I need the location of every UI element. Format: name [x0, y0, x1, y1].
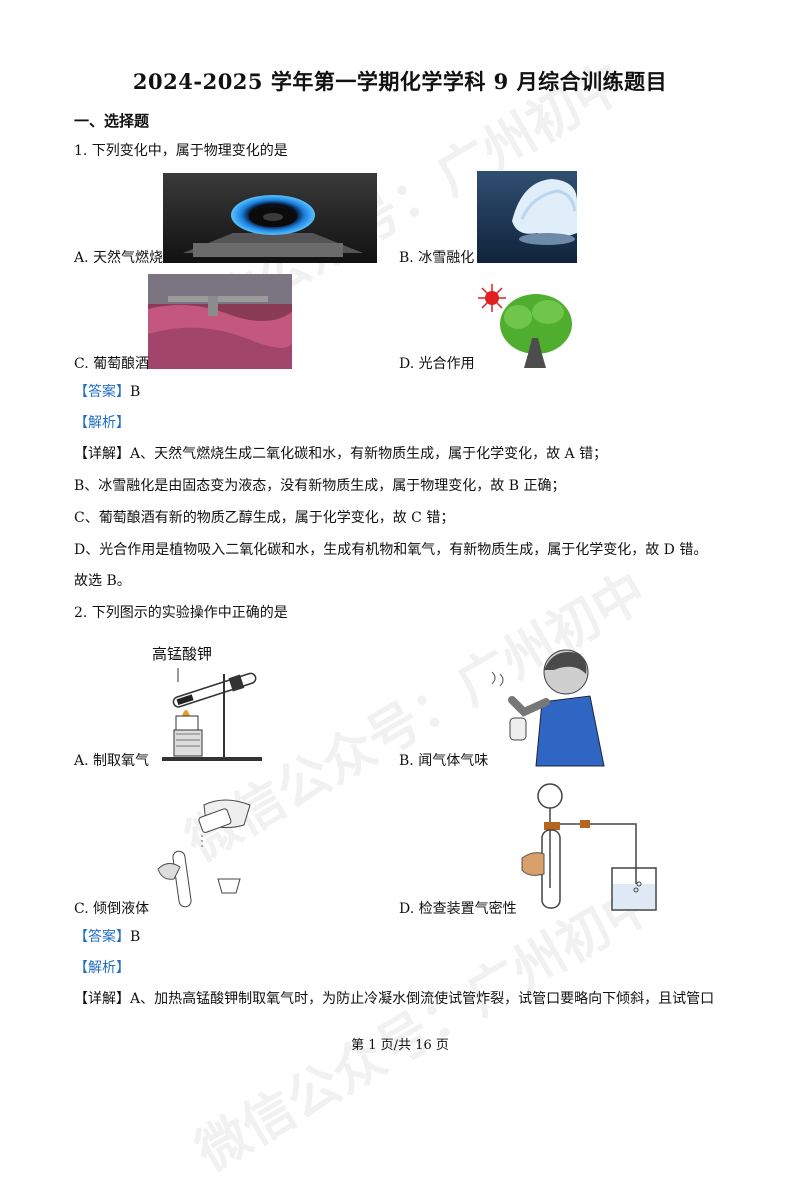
q1-option-c: C. 葡萄酿酒 [74, 356, 150, 372]
q2-detail-line: 【详解】A、加热高锰酸钾制取氧气时，为防止冷凝水倒流使试管炸裂，试管口要略向下倾… [74, 991, 715, 1007]
q1-detail-line: 故选 B。 [74, 573, 131, 589]
q1-stem: 1. 下列变化中，属于物理变化的是 [74, 143, 288, 159]
photosynthesis-image [476, 282, 574, 372]
answer-value: B [130, 929, 141, 945]
page-footer: 第 1 页/共 16 页 [351, 1038, 449, 1053]
q2-stem: 2. 下列图示的实验操作中正确的是 [74, 605, 288, 621]
analysis-tag: 【解析】 [74, 415, 130, 431]
airtightness-check-figure [518, 778, 660, 914]
oxygen-preparation-figure [152, 664, 272, 764]
analysis-tag: 【解析】 [74, 960, 130, 976]
q2-option-c: C. 倾倒液体 [74, 901, 150, 917]
detail-tag: 【详解】 [74, 446, 130, 462]
q1-option-b: B. 冰雪融化 [399, 250, 475, 266]
answer-tag: 【答案】 [74, 929, 130, 945]
smelling-gas-figure [484, 640, 610, 770]
q2-option-d: D. 检查装置气密性 [399, 901, 517, 917]
gas-stove-image [163, 173, 377, 263]
q1-detail-line: B、冰雪融化是由固态变为液态，没有新物质生成，属于物理变化，故 B 正确； [74, 478, 566, 494]
potassium-permanganate-label: 高锰酸钾 [152, 645, 213, 663]
q2-option-b: B. 闻气体气味 [399, 753, 489, 769]
answer-tag: 【答案】 [74, 384, 130, 400]
q2-answer: 【答案】B [74, 927, 140, 947]
detail-tag: 【详解】 [74, 991, 130, 1007]
page-title: 2024-2025 学年第一学期化学学科 9 月综合训练题目 [132, 69, 668, 94]
wine-making-image [148, 274, 292, 369]
q1-detail-line: C、葡萄酿酒有新的物质乙醇生成，属于化学变化，故 C 错； [74, 510, 455, 526]
q2-option-a: A. 制取氧气 [74, 753, 150, 769]
answer-value: B [130, 384, 141, 400]
ice-melting-image [477, 171, 577, 263]
q1-option-a: A. 天然气燃烧 [74, 250, 164, 266]
section-heading: 一、选择题 [74, 112, 150, 130]
q1-detail-line: 【详解】A、天然气燃烧生成二氧化碳和水，有新物质生成，属于化学变化，故 A 错； [74, 446, 608, 462]
q1-option-d: D. 光合作用 [399, 356, 475, 372]
q1-detail-line: D、光合作用是植物吸入二氧化碳和水，生成有机物和氧气，有新物质生成，属于化学变化… [74, 542, 708, 558]
pouring-liquid-figure [154, 795, 260, 913]
q1-answer: 【答案】B [74, 382, 140, 402]
